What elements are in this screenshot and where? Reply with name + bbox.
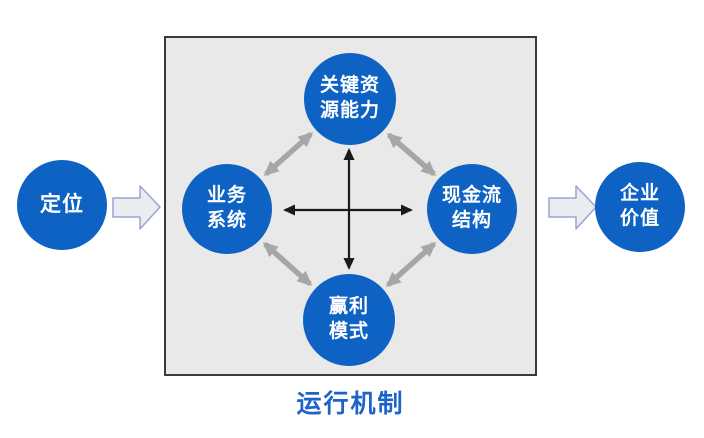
node-enterprise-value: 企业 价值 (595, 162, 685, 252)
edge-arrow-business-keyresources (263, 131, 314, 177)
flow-arrow-left (112, 185, 161, 230)
node-enterprise-value-label: 企业 价值 (619, 183, 660, 229)
mechanism-label: 运行机制 (296, 390, 405, 418)
node-cashflow-structure-label: 现金流 结构 (441, 185, 502, 231)
flow-arrows (112, 185, 597, 230)
edge-arrow-cashflow-profit (385, 241, 437, 288)
edge-arrow-business-profit (262, 241, 313, 287)
node-positioning: 定位 (17, 160, 107, 250)
node-key-resources: 关键资 源能力 (304, 53, 396, 145)
edge-arrows (262, 131, 437, 288)
node-positioning-label: 定位 (40, 193, 84, 217)
node-business-system-label: 业务 系统 (206, 185, 247, 231)
node-cashflow-structure: 现金流 结构 (427, 164, 517, 254)
node-key-resources-label: 关键资 源能力 (319, 75, 380, 121)
node-profit-model-label: 赢利 模式 (328, 296, 369, 342)
node-business-system: 业务 系统 (182, 164, 272, 254)
edge-arrow-keyresources-cashflow (386, 132, 437, 177)
node-profit-model: 赢利 模式 (303, 274, 395, 366)
flow-arrow-right (548, 185, 597, 230)
cross-arrows (283, 148, 413, 270)
